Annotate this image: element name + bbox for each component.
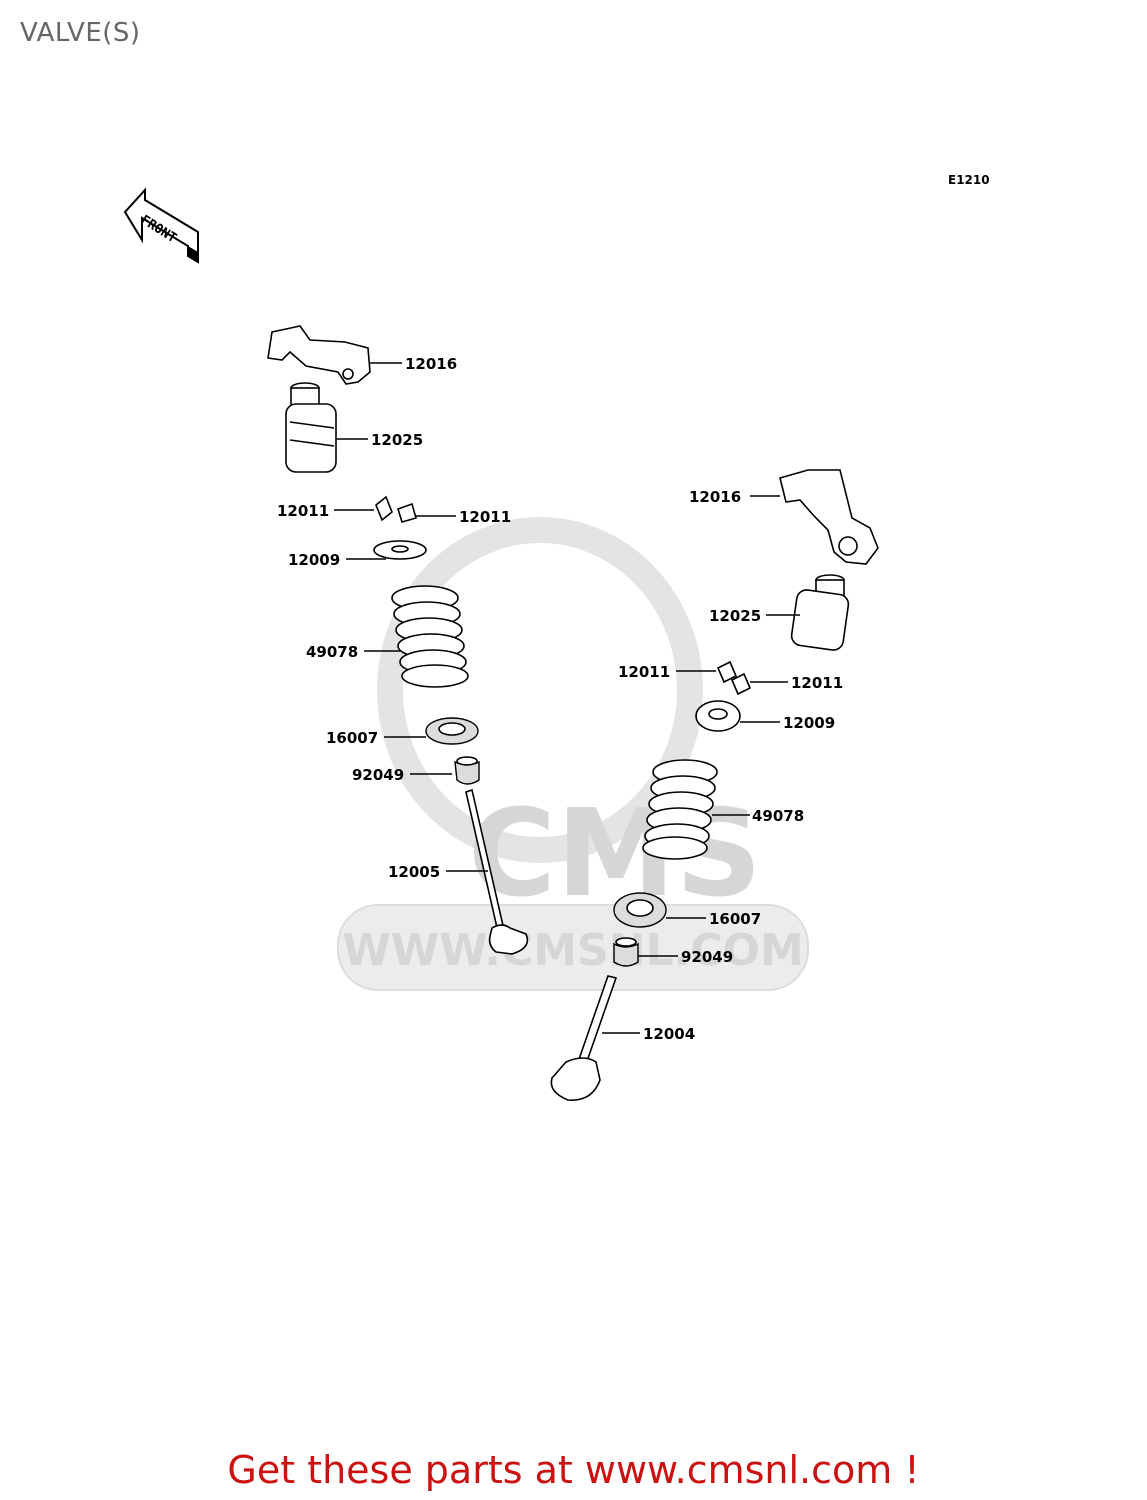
label-12011-right-b: 12011 [791, 674, 843, 692]
left-seat [425, 717, 479, 745]
left-rocker-arm [267, 325, 371, 385]
right-lifter [790, 574, 850, 651]
label-12011-left-a: 12011 [277, 502, 329, 520]
label-92049-left: 92049 [352, 766, 404, 784]
right-keepers [716, 660, 752, 696]
left-lifter [285, 382, 337, 473]
left-valve [465, 788, 529, 955]
footer-cta-link[interactable]: www.cmsnl.com [584, 1448, 893, 1492]
label-12016-left: 12016 [405, 355, 457, 373]
label-16007-right: 16007 [709, 910, 761, 928]
left-retainer [373, 540, 427, 560]
label-12016-right: 12016 [689, 488, 741, 506]
label-12011-left-b: 12011 [459, 508, 511, 526]
label-12009-left: 12009 [288, 551, 340, 569]
label-16007-left: 16007 [326, 729, 378, 747]
right-seat [613, 892, 667, 928]
label-12025-right: 12025 [709, 607, 761, 625]
watermark-url: WWW.CMSNL.COM [342, 925, 804, 976]
watermark: WWW.CMSNL.COM CMS [337, 517, 809, 991]
right-retainer [695, 700, 741, 732]
right-seal [613, 937, 639, 967]
left-keepers [375, 495, 417, 523]
label-12004: 12004 [643, 1025, 695, 1043]
footer-cta-prefix: Get these parts at [227, 1448, 585, 1492]
right-spring [642, 759, 718, 860]
label-12005: 12005 [388, 863, 440, 881]
label-12009-right: 12009 [783, 714, 835, 732]
left-seal [454, 756, 480, 785]
label-92049-right: 92049 [681, 948, 733, 966]
diagram-code: E1210 [948, 173, 990, 187]
front-arrow-icon: FRONT [123, 187, 199, 264]
footer-cta[interactable]: Get these parts at www.cmsnl.com ! [0, 1448, 1147, 1492]
footer-cta-suffix: ! [892, 1448, 920, 1492]
right-rocker-arm [779, 469, 879, 565]
left-spring [391, 585, 469, 688]
right-valve [550, 975, 618, 1101]
label-49078-right: 49078 [752, 807, 804, 825]
label-49078-left: 49078 [306, 643, 358, 661]
page-title: VALVE(S) [20, 18, 141, 48]
watermark-brand: CMS [468, 785, 762, 924]
label-12025-left: 12025 [371, 431, 423, 449]
label-12011-right-a: 12011 [618, 663, 670, 681]
